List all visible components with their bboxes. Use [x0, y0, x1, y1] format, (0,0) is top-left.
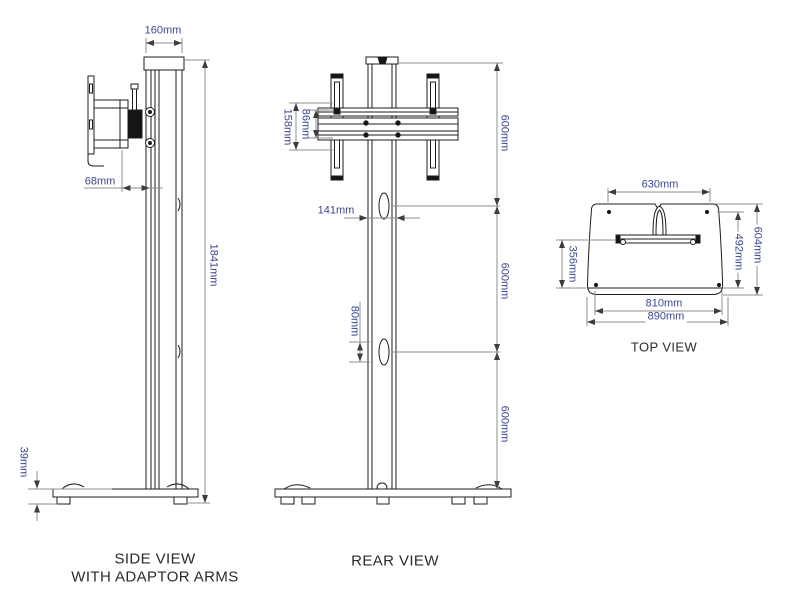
- side-view-caption-line2: WITH ADAPTOR ARMS: [71, 568, 239, 586]
- dim-bracket-outer: 158mm: [281, 108, 294, 146]
- rear-view-caption: REAR VIEW: [351, 552, 439, 570]
- top-view-drawing: [556, 188, 763, 326]
- side-view-drawing: [28, 38, 210, 521]
- side-view-caption-line1: SIDE VIEW: [114, 550, 196, 568]
- dim-middle-segment: 600mm: [498, 262, 511, 300]
- top-base-outline: [586, 203, 724, 295]
- dim-base-width: 890mm: [645, 310, 687, 323]
- dim-inner-base-width: 810mm: [643, 297, 685, 310]
- side-dimension-lines: [28, 38, 210, 521]
- rear-cable-slots: [378, 192, 390, 366]
- side-base: [52, 483, 199, 505]
- dim-arm-to-column: 68mm: [84, 175, 116, 188]
- dim-inner-depth: 492mm: [732, 231, 745, 273]
- dim-lower-segment: 600mm: [498, 405, 511, 443]
- dim-column-width: 141mm: [317, 204, 355, 217]
- top-crossbar: [615, 234, 701, 245]
- dim-overall-height: 1841mm: [207, 243, 220, 287]
- side-column: [143, 56, 185, 490]
- dim-upper-segment: 600mm: [498, 114, 511, 152]
- dim-base-depth: 604mm: [751, 224, 764, 266]
- side-adaptor-arm: [87, 75, 155, 167]
- dim-bracket-inner: 86mm: [299, 108, 312, 140]
- dim-column-top-width: 160mm: [144, 24, 182, 37]
- top-view-caption: TOP VIEW: [630, 339, 698, 355]
- dim-cable-slot: 80mm: [348, 305, 361, 337]
- rear-bracket-rails: [317, 107, 459, 141]
- dim-base-height: 39mm: [17, 446, 30, 478]
- dim-bracket-width: 630mm: [641, 178, 679, 191]
- rear-dimension-lines: [289, 62, 503, 489]
- rear-view-drawing: [274, 56, 512, 505]
- dim-front-depth: 356mm: [566, 245, 579, 283]
- top-column-section: [652, 205, 667, 236]
